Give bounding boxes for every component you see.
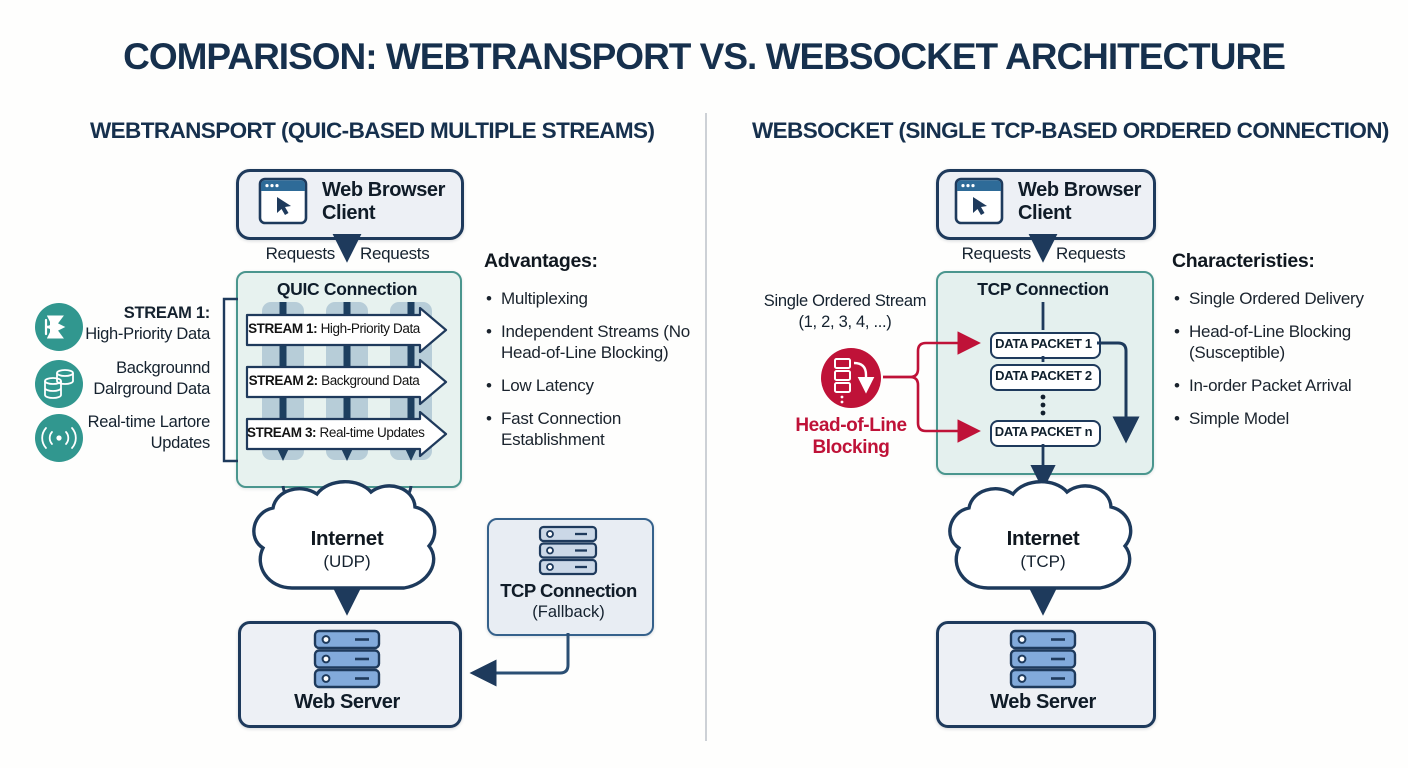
stream-1-banner-label: STREAM 1: High-Priority Data (248, 321, 420, 336)
right-requests-label-1: Requests (961, 244, 1032, 263)
quic-to-cloud-arrows (281, 483, 413, 522)
data-packet-n-label: DATA PACKET n (994, 424, 1093, 439)
left-cloud-protocol: (UDP) (323, 552, 371, 571)
page-title: COMPARISON: WEBTRANSPORT VS. WEBSOCKET A… (123, 36, 1286, 77)
advantage-item: Independent Streams (No Head-of-Line Blo… (484, 321, 706, 363)
head-of-line-blocking-label: Head-of-Line Blocking (795, 415, 907, 458)
stream-3-banner-label: STREAM 3: Real-time Updates (247, 425, 425, 440)
right-client-label: Web Browser Client (1018, 179, 1142, 224)
left-cloud-label: Internet (310, 527, 384, 550)
characteristic-item: Simple Model (1172, 408, 1408, 429)
quic-title: QUIC Connection (276, 279, 418, 299)
data-packet-2-box (990, 364, 1101, 391)
single-ordered-stream-note: Single Ordered Stream (1, 2, 3, 4, ...) (763, 292, 927, 331)
fallback-sublabel: (Fallback) (532, 603, 605, 621)
fallback-to-server-arrow (469, 633, 570, 687)
side-label-stream-1: STREAM 1: High-Priority Data (85, 304, 210, 343)
right-cloud-protocol: (TCP) (1020, 552, 1066, 571)
advantages-heading: Advantages: (484, 250, 598, 272)
side-label-realtime: Real-time Lartore Updates (87, 413, 211, 452)
left-server-label: Web Server (294, 691, 400, 713)
characteristic-item: In-order Packet Arrival (1172, 375, 1408, 396)
left-requests-label-1: Requests (265, 244, 336, 263)
column-divider (705, 113, 707, 741)
data-packet-1-label: DATA PACKET 1 (995, 336, 1092, 351)
advantages-list: Multiplexing Independent Streams (No Hea… (484, 288, 706, 462)
characteristics-list: Single Ordered Delivery Head-of-Line Blo… (1172, 288, 1408, 441)
stream-2-banner-label: STREAM 2: Background Data (248, 373, 420, 388)
characteristics-heading: Characteristies: (1172, 250, 1315, 272)
left-subtitle: WEBTRANSPORT (QUIC-BASED MULTIPLE STREAM… (90, 118, 655, 143)
advantage-item: Multiplexing (484, 288, 706, 309)
characteristic-item: Single Ordered Delivery (1172, 288, 1408, 309)
right-cloud-label: Internet (1006, 527, 1080, 550)
right-subtitle: WEBSOCKET (SINGLE TCP-BASED ORDERED CONN… (752, 118, 1389, 143)
data-packet-n-box (990, 420, 1101, 447)
data-packet-2-label: DATA PACKET 2 (995, 368, 1092, 383)
tcp-title: TCP Connection (977, 279, 1109, 299)
queued-packets-icon (821, 348, 881, 408)
right-requests-label-2: Requests (1056, 244, 1126, 263)
advantage-item: Fast Connection Establishment (484, 408, 706, 450)
data-packet-1-box (990, 332, 1101, 359)
side-label-background: Backgrounnd Dalrground Data (93, 359, 210, 398)
characteristic-item: Head-of-Line Blocking (Susceptible) (1172, 321, 1408, 363)
fallback-label: TCP Connection (500, 580, 637, 601)
right-server-label: Web Server (990, 691, 1096, 713)
left-requests-label-2: Requests (360, 244, 430, 263)
left-client-label: Web Browser Client (322, 179, 446, 224)
advantage-item: Low Latency (484, 375, 706, 396)
